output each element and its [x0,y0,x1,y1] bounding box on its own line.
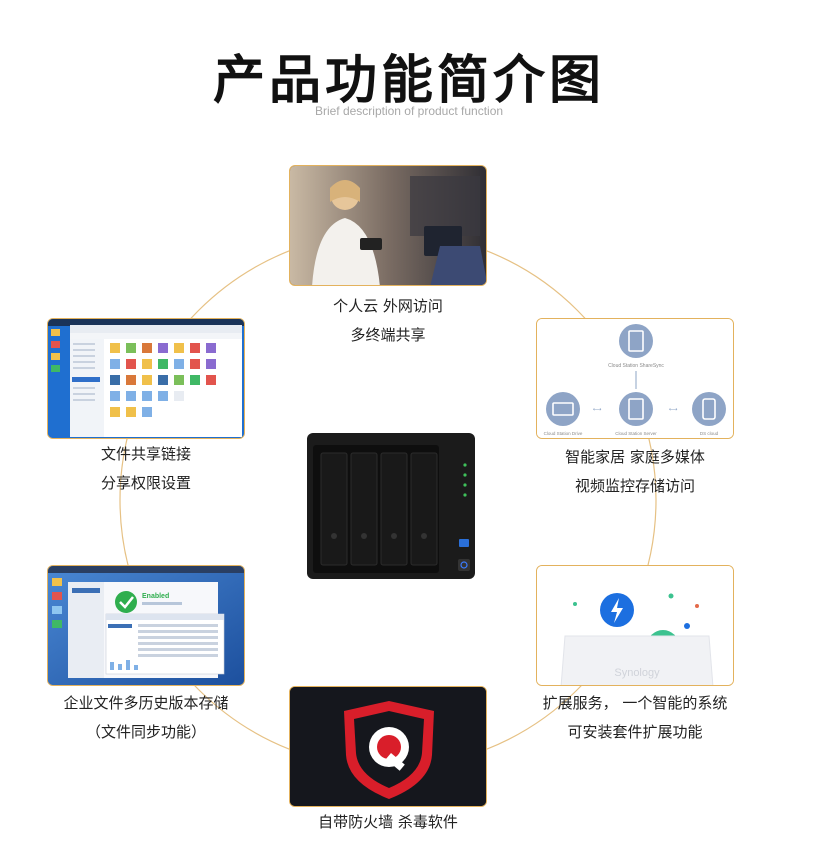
smart-home-diagram: Cloud Station ShareSync ⟷ ⟷ Cloud Statio… [537,319,733,438]
home-top-label: Cloud Station ShareSync [608,363,664,369]
apps-label-line1: 扩展服务， 一个智能的系统 [542,694,728,712]
page-title: 产品功能简介图 [212,51,605,111]
synology-brand: Synology [614,667,660,679]
home-right-label: DS cloud [700,431,719,436]
home-label-line2: 视频监控存储访问 [574,477,695,495]
history-label-line2: （文件同步功能） [85,723,206,741]
home-label-line1: 智能家居 家庭多媒体 [565,448,705,466]
svg-text:⟷: ⟷ [669,406,678,413]
home-center-label: Cloud Station Server [615,431,657,436]
home-left-label: Cloud Station Drive [544,431,583,436]
cloud-photo [290,166,486,285]
history-version-card: Enabled [47,565,245,686]
smart-home-card: Cloud Station ShareSync ⟷ ⟷ Cloud Statio… [536,318,734,439]
history-label-line1: 企业文件多历史版本存储 [63,694,229,712]
shield-q-icon [290,687,486,806]
cloud-access-card [289,165,487,286]
history-screenshot: Enabled [48,566,244,685]
extension-apps-card: Synology [536,565,734,686]
share-label-line1: 文件共享链接 [100,445,191,463]
file-share-card [47,318,245,439]
cloud-label-line2: 多终端共享 [350,326,426,344]
antivirus-card [289,686,487,807]
antivirus-label: 自带防火墙 杀毒软件 [318,813,458,831]
page-subtitle: Brief description of product function [314,104,504,118]
file-explorer-screenshot [48,319,244,438]
svg-text:⟷: ⟷ [593,406,602,413]
nas-device [307,433,475,579]
share-label-line2: 分享权限设置 [100,474,191,492]
apps-label-line2: 可安装套件扩展功能 [567,723,703,741]
cloud-label-line1: 个人云 外网访问 [333,297,443,315]
history-status: Enabled [142,593,169,600]
synology-bag-icon: Synology [537,566,733,685]
